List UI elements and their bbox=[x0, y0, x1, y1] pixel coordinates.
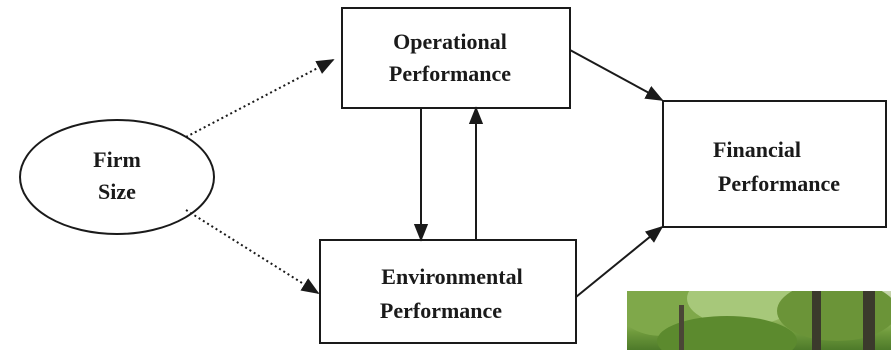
edge-operational-to-financial bbox=[569, 49, 664, 101]
environmental-performance-box bbox=[319, 239, 577, 344]
node-operational-performance: Operational Performance bbox=[341, 7, 571, 109]
environmental-label-line2: Performance bbox=[380, 298, 502, 323]
operational-performance-box bbox=[341, 7, 571, 109]
edge-firm-size-to-environmental bbox=[185, 209, 320, 294]
photo-trunk bbox=[812, 291, 821, 350]
financial-label-line1: Financial bbox=[713, 137, 801, 162]
firm-size-ellipse bbox=[19, 119, 215, 235]
photo-trunk bbox=[863, 291, 875, 350]
edge-environmental-to-financial bbox=[575, 225, 664, 298]
edge-firm-size-to-operational bbox=[185, 59, 335, 138]
node-financial-performance: Financial Performance bbox=[662, 100, 887, 228]
firm-size-label-line2: Size bbox=[98, 179, 136, 204]
forest-photo bbox=[627, 291, 891, 350]
node-environmental-performance: Environmental Performance bbox=[319, 239, 577, 344]
photo-trunk bbox=[679, 305, 684, 350]
node-firm-size: Firm Size bbox=[19, 119, 215, 235]
operational-label-line2: Performance bbox=[389, 61, 511, 86]
firm-size-label-line1: Firm bbox=[93, 147, 141, 172]
environmental-label-line1: Environmental bbox=[381, 264, 522, 289]
financial-label-line2: Performance bbox=[718, 171, 840, 196]
financial-performance-box bbox=[662, 100, 887, 228]
operational-label-line1: Operational bbox=[393, 29, 507, 54]
